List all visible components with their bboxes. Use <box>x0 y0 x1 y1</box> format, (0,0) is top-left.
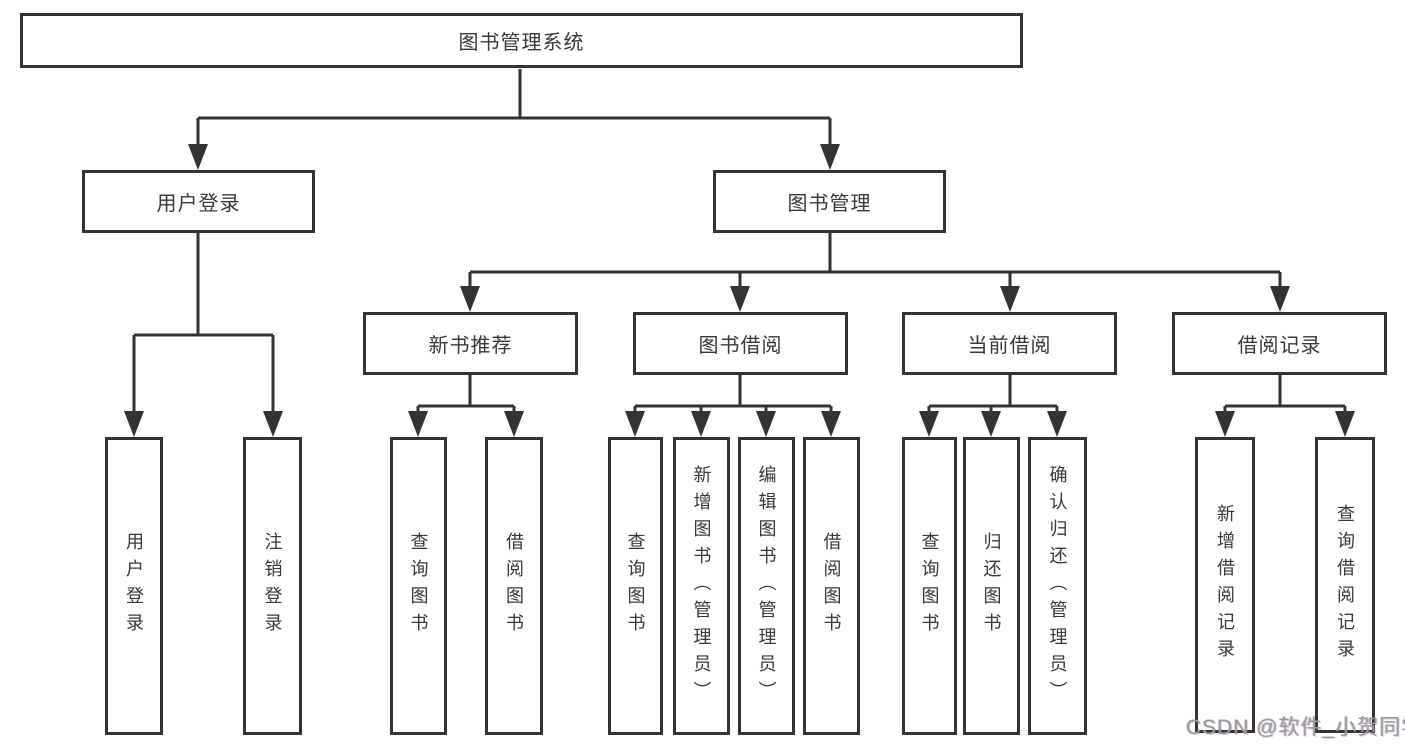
node-new-book-recommend: 新书推荐 <box>363 312 578 375</box>
leaf-borrow-book: 借阅图书 <box>803 437 860 735</box>
node-root: 图书管理系统 <box>20 13 1023 68</box>
node-user-login: 用户登录 <box>82 170 315 233</box>
leaf-query-book-recommend: 查询图书 <box>390 437 447 735</box>
leaf-edit-book-admin: 编辑图书（管理员） <box>738 437 795 735</box>
node-book-borrow: 图书借阅 <box>633 312 848 375</box>
leaf-query-borrow-record: 查询借阅记录 <box>1315 437 1375 733</box>
leaf-logout: 注销登录 <box>243 437 302 735</box>
leaf-borrow-book-recommend: 借阅图书 <box>485 437 543 735</box>
leaf-query-book-borrow: 查询图书 <box>608 437 663 735</box>
node-book-management: 图书管理 <box>713 170 946 233</box>
leaf-add-book-admin: 新增图书（管理员） <box>673 437 730 735</box>
node-borrow-record: 借阅记录 <box>1172 312 1387 375</box>
watermark: CSDN @软件_小贺同学 <box>1186 716 1405 739</box>
leaf-confirm-return-admin: 确认归还（管理员） <box>1028 437 1087 735</box>
leaf-return-book: 归还图书 <box>963 437 1020 735</box>
node-current-borrow: 当前借阅 <box>902 312 1117 375</box>
leaf-add-borrow-record: 新增借阅记录 <box>1195 437 1255 733</box>
leaf-user-login: 用户登录 <box>105 437 163 735</box>
leaf-query-book-current: 查询图书 <box>902 437 957 735</box>
